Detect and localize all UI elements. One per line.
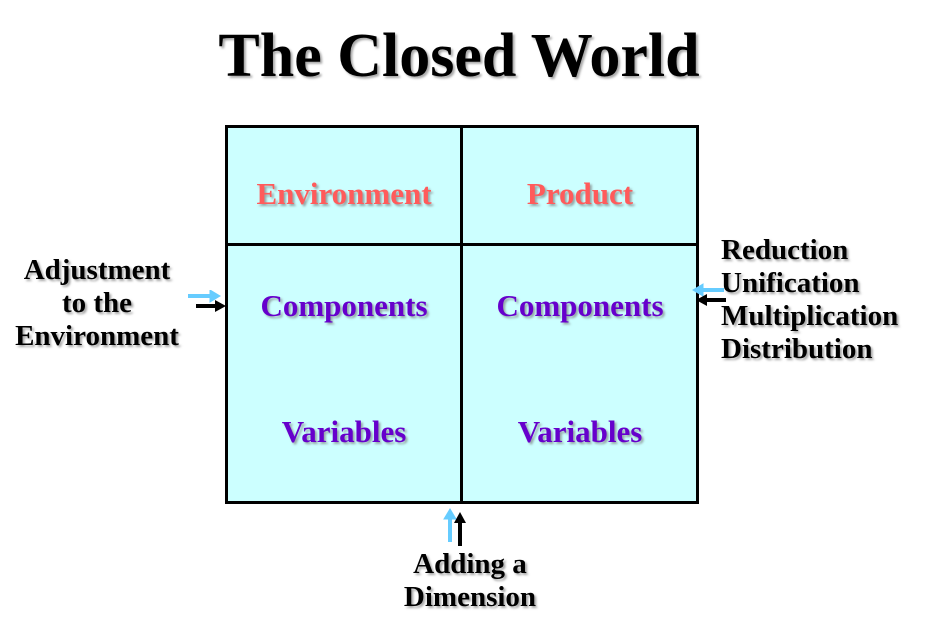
right-arrow-icon	[692, 283, 726, 306]
operation-item: Reduction	[721, 234, 849, 266]
adding-dimension-label-line: Adding a	[413, 548, 527, 580]
slide-title: The Closed World	[218, 22, 700, 90]
environment-variables: Variables	[281, 414, 407, 449]
adding-dimension-label: Adding a Dimension	[370, 548, 570, 614]
adding-dimension-label-line: Dimension	[403, 581, 537, 613]
product-components: Components	[496, 288, 664, 323]
grid-horizontal-divider	[228, 243, 696, 246]
adjustment-label-line: to the	[61, 287, 133, 319]
adjustment-label-line: Environment	[15, 320, 179, 352]
adjustment-label-line: Adjustment	[23, 254, 171, 286]
header-environment: Environment	[256, 176, 432, 211]
grid-vertical-divider	[460, 128, 463, 501]
operation-item: Unification	[721, 267, 860, 299]
environment-components: Components	[260, 288, 428, 323]
operations-label: Reduction Unification Multiplication Dis…	[721, 234, 938, 366]
adjustment-label: Adjustment to the Environment	[0, 254, 194, 353]
closed-world-grid: Environment Product Components Component…	[225, 125, 699, 504]
header-product: Product	[526, 176, 634, 211]
left-arrow-icon	[188, 290, 226, 312]
operation-item: Distribution	[721, 333, 873, 365]
operation-item: Multiplication	[721, 300, 899, 332]
product-variables: Variables	[517, 414, 643, 449]
bottom-arrow-icon	[443, 508, 466, 546]
